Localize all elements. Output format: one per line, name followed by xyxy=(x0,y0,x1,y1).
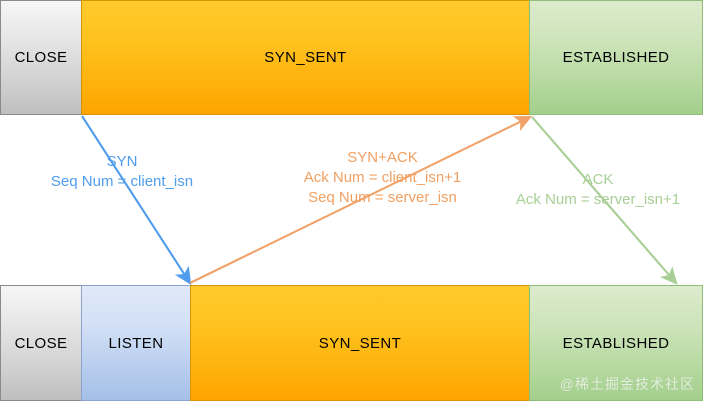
server-state-close-label: CLOSE xyxy=(14,334,68,352)
syn-ack-message-title: SYN+ACK xyxy=(347,149,418,166)
server-state-syn-sent-label: SYN_SENT xyxy=(318,334,402,352)
client-state-established-label: ESTABLISHED xyxy=(562,49,670,66)
server-state-established: ESTABLISHED xyxy=(529,285,703,401)
syn-ack-message-ack: Ack Num = client_isn+1 xyxy=(303,169,462,187)
syn-ack-message-seq: Seq Num = server_isn xyxy=(308,189,457,207)
syn-ack-message-label: SYN+ACK Ack Num = client_isn+1 Seq Num =… xyxy=(255,148,510,208)
server-state-listen: LISTEN xyxy=(81,285,191,401)
syn-message-title: SYN xyxy=(106,153,138,170)
ack-message-title: ACK xyxy=(582,171,614,188)
server-state-close: CLOSE xyxy=(0,285,82,401)
syn-arrow xyxy=(81,115,192,286)
client-state-close: CLOSE xyxy=(0,0,82,115)
client-state-close-label: CLOSE xyxy=(14,49,68,66)
client-state-established: ESTABLISHED xyxy=(529,0,703,115)
syn-message-label: SYN Seq Num = client_isn xyxy=(14,152,230,192)
ack-message-label: ACK Ack Num = server_isn+1 xyxy=(493,170,703,210)
syn-message-seq: Seq Num = client_isn xyxy=(50,173,194,191)
server-state-syn-sent: SYN_SENT xyxy=(190,285,530,401)
site-watermark: @稀土掘金技术社区 xyxy=(559,376,695,392)
server-state-timeline: CLOSE LISTEN SYN_SENT ESTABLISHED @稀土掘金技… xyxy=(0,285,703,401)
client-state-syn-sent: SYN_SENT xyxy=(81,0,530,115)
ack-message-ack: Ack Num = server_isn+1 xyxy=(515,191,681,209)
client-state-timeline: CLOSE SYN_SENT ESTABLISHED xyxy=(0,0,703,115)
server-state-established-label: ESTABLISHED xyxy=(562,334,670,352)
server-state-listen-label: LISTEN xyxy=(108,334,164,352)
client-state-syn-sent-label: SYN_SENT xyxy=(264,49,347,66)
